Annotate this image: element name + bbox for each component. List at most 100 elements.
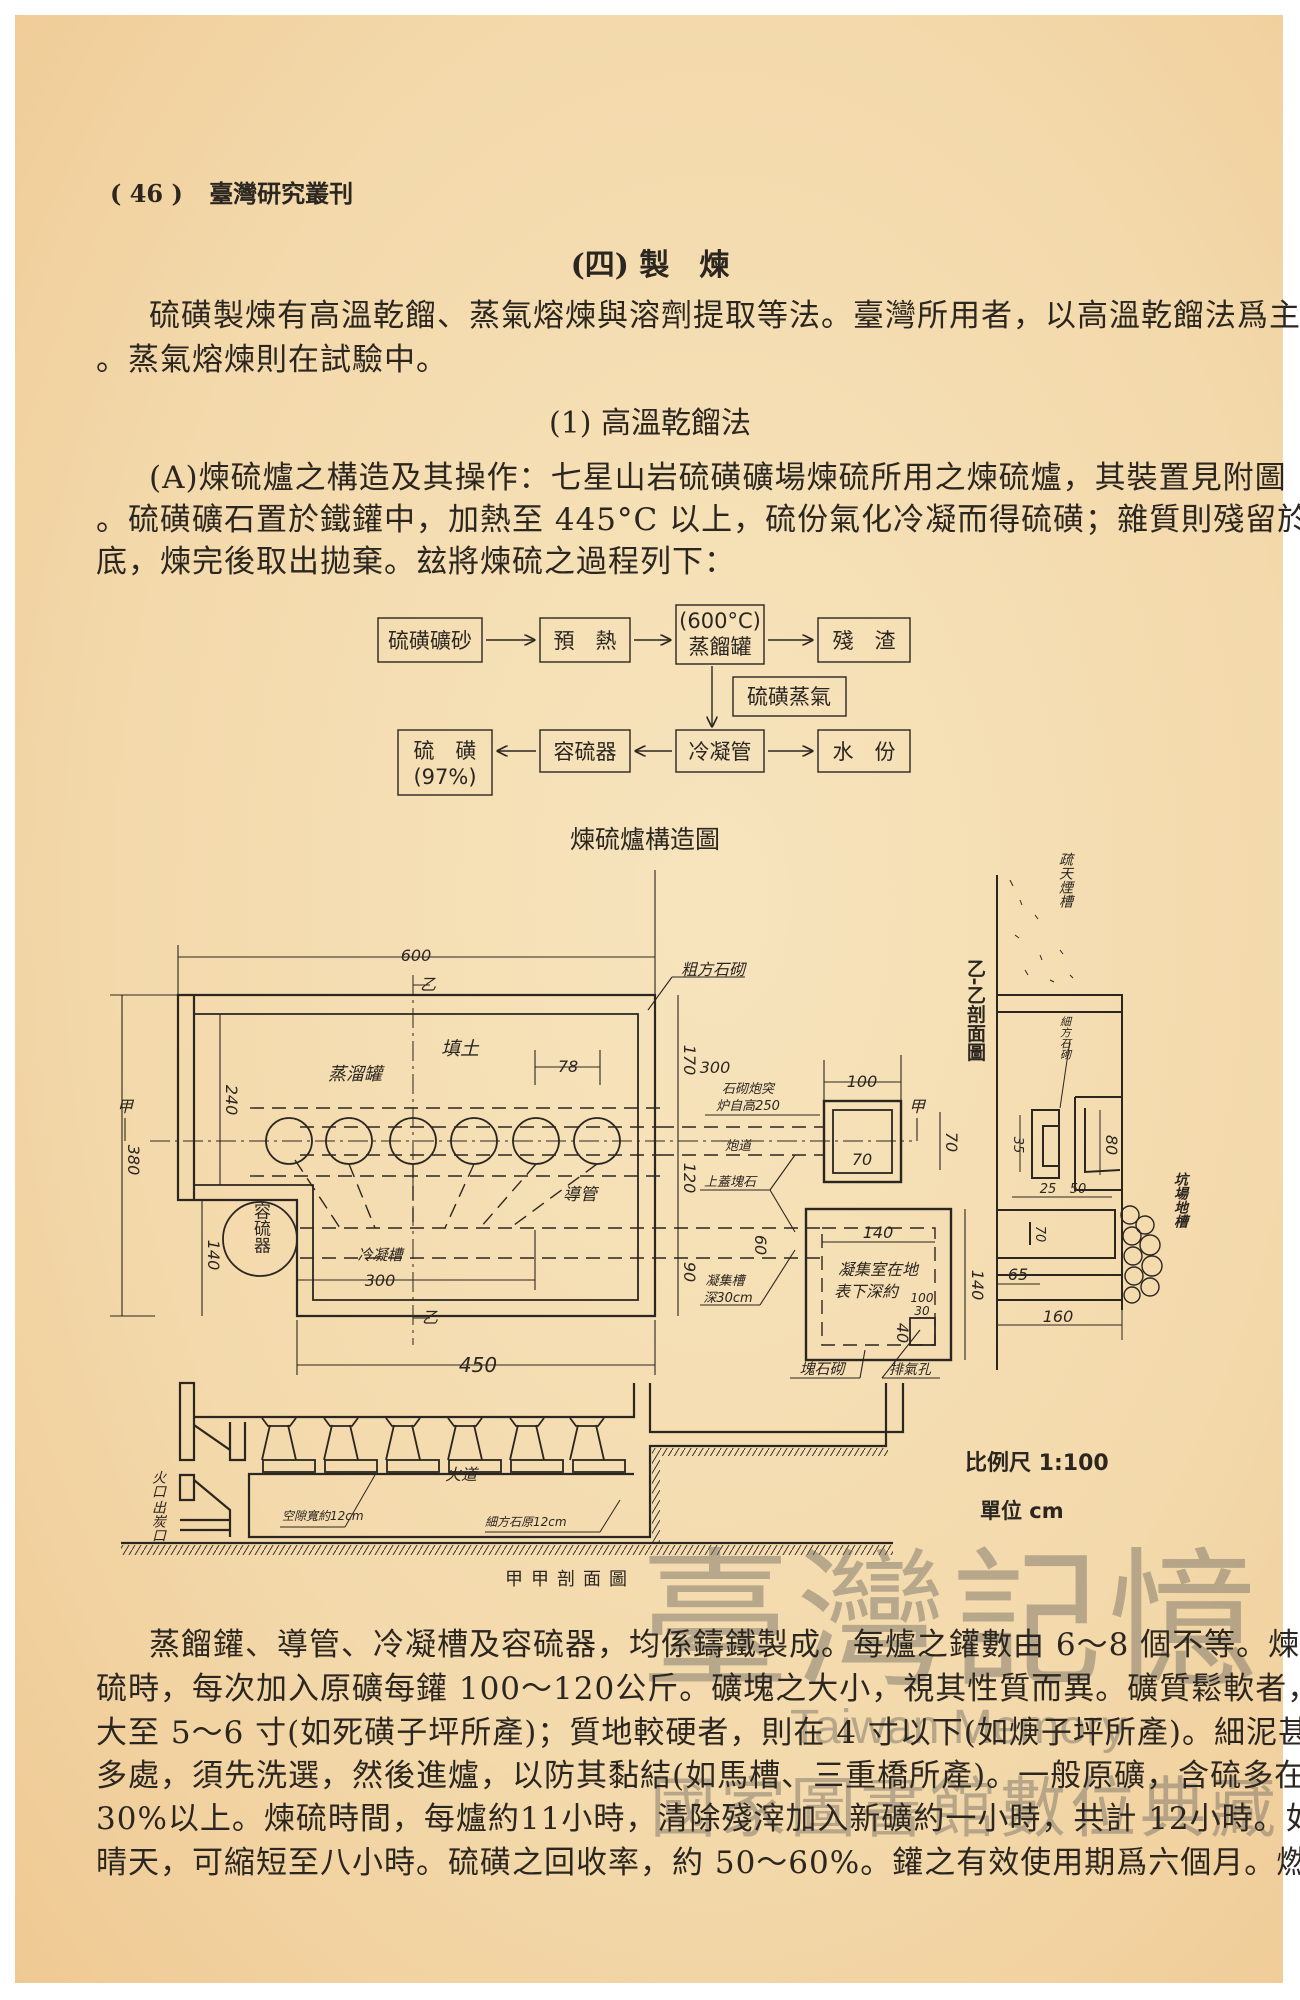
receiver-label: 容硫器: [250, 1202, 271, 1253]
para-a-line: 。硫磺礦石置於鐵鑵中，加熱至 445°C 以上，硫份氣化冷凝而得硫磺；雜質則殘留…: [96, 502, 1300, 538]
body-line: 30%以上。煉硫時間，每爐約11小時，清除殘滓加入新礦約一小時，共計 12小時。…: [96, 1801, 1300, 1837]
dim-label: 70: [942, 1132, 961, 1152]
flow-retort-temp: (600°C): [679, 609, 761, 633]
flow-condenser: 冷凝管: [689, 740, 752, 764]
flow-box-sulfur: [397, 729, 493, 796]
dim-label: 78: [558, 1057, 578, 1076]
section-yi-yi: [997, 879, 1163, 1340]
label-cover-stone: 上蓋塊石: [704, 1175, 758, 1190]
flow-box-receiver: [539, 729, 631, 773]
flow-ore: 硫磺礦砂: [388, 629, 472, 653]
label-chamber-depth: 表下深約: [834, 1282, 900, 1301]
dim-label: 40: [893, 1323, 912, 1343]
flow-water: 水 份: [833, 740, 896, 764]
dim-label: 240: [222, 1085, 241, 1116]
section-yi-fine-stone: 細方石砌: [1058, 1016, 1072, 1060]
label-retort: 蒸溜罐: [328, 1064, 385, 1085]
dim-label: 380: [124, 1145, 143, 1176]
process-flowchart: [377, 604, 911, 796]
label-ash-mouth: 出炭口: [150, 1500, 166, 1542]
flow-residue: 殘 渣: [833, 629, 896, 653]
para-a-line: 底，煉完後取出拋棄。玆將煉硫之過程列下：: [96, 544, 736, 580]
dim-label: 30: [914, 1304, 930, 1318]
section-jia-jia: [121, 1381, 905, 1545]
label-guide-pipe: 導管: [563, 1185, 600, 1205]
scale-label: 比例尺 1:100: [965, 1451, 1109, 1476]
dim-label: 65: [1008, 1265, 1028, 1284]
figure-caption: 煉硫爐構造圖: [570, 825, 720, 854]
watermark-sub: 國家圖書館數位典藏: [650, 1770, 1280, 1847]
ground-hatch: [121, 1545, 893, 1555]
flow-retort: 蒸餾罐: [689, 635, 752, 659]
journal-title: 臺灣研究叢刊: [209, 179, 354, 208]
body-line: 硫時，每次加入原礦每鑵 100～120公斤。礦塊之大小，視其性質而異。礦質鬆軟者…: [96, 1671, 1300, 1707]
label-coarse-stone: 粗方石砌: [681, 960, 747, 979]
watermark-main: 臺灣記憶: [640, 1535, 1265, 1709]
label-flue: 炮道: [725, 1139, 753, 1154]
section-jia-title: 甲甲剖面圖: [505, 1569, 635, 1590]
dim-label: 600: [401, 946, 432, 965]
flow-sulfur: 硫 磺: [414, 739, 477, 763]
flowchart-labels: 硫磺礦砂 預 熱 (600°C) 蒸餾罐 殘 渣 硫磺蒸氣 硫 磺 (97%) …: [388, 609, 896, 854]
label-trough: 凝集槽: [705, 1274, 746, 1289]
ground-hatch: [652, 1448, 888, 1456]
dim-label: 60: [751, 1235, 770, 1255]
unit-label: 單位 cm: [980, 1499, 1064, 1523]
flow-sulfur-purity: (97%): [413, 765, 476, 789]
body-line: 蒸餾鑵、導管、冷凝槽及容硫器，均係鑄鐵製成。每爐之鑵數由 6～8 個不等。煉: [149, 1627, 1300, 1663]
section-jia-labels: 火口 出炭口 火道 空隙寬約12cm 細方石原12cm 甲甲剖面圖 比例尺 1:…: [150, 1451, 1109, 1590]
dim-label: 25: [1040, 1182, 1057, 1197]
plan-view-labels: 600 380 240 140 300 78 450 170 120 90 30…: [117, 946, 987, 1378]
flow-vapor: 硫磺蒸氣: [747, 685, 831, 709]
running-header: ( 46 ) 臺灣研究叢刊: [110, 174, 371, 209]
flow-box-water: [817, 729, 911, 773]
label-flue: 火道: [445, 1465, 479, 1484]
label-gap: 空隙寬約12cm: [282, 1509, 364, 1523]
body-line: 大至 5～6 寸(如死磺子坪所產)；質地較硬者，則在 4 寸以下(如焿子坪所產)…: [96, 1715, 1300, 1751]
subsection-title: (1) 高溫乾餾法: [548, 406, 752, 441]
label-condenser: 冷凝槽: [357, 1246, 405, 1264]
section-mark: 甲: [909, 1097, 927, 1116]
dim-label: 140: [204, 1240, 223, 1271]
dim-label: 100: [911, 1291, 934, 1305]
section-mark: 甲: [117, 1097, 135, 1116]
label-chamber: 凝集室在地: [838, 1260, 920, 1279]
intro-line: 硫磺製煉有高溫乾餾、蒸氣熔煉與溶劑提取等法。臺灣所用者，以高溫乾餾法爲主: [149, 298, 1300, 334]
flow-box-ore: [377, 617, 483, 663]
section-yi-labels: 乙-乙剖面圖 疏天煙槽 細方石砌 35 80 25 50 70 65 160 坑…: [964, 852, 1188, 1326]
dim-label: 70: [852, 1150, 872, 1169]
flow-box-retort: [675, 604, 765, 665]
ground-hatch: [652, 1456, 660, 1542]
body-line: 晴天，可縮短至八小時。硫磺之回收率，約 50～60%。鑵之有效使用期爲六個月。燃…: [96, 1845, 1300, 1881]
label-fill-soil: 填土: [441, 1038, 480, 1060]
flow-box-residue: [817, 617, 911, 663]
label-vent: 排氣孔: [889, 1362, 932, 1378]
dim-label: 80: [1102, 1135, 1121, 1155]
section-mark: 乙: [420, 975, 436, 994]
dim-label: 120: [680, 1163, 699, 1194]
label-receiver: 容硫器: [250, 1202, 271, 1253]
para-a-line: (A)煉硫爐之構造及其操作：七星山岩硫磺礦場煉硫所用之煉硫爐，其裝置見附圖: [149, 460, 1287, 496]
label-fire-mouth: 火口: [150, 1470, 166, 1498]
flow-box-condenser: [675, 729, 765, 773]
flow-preheat: 預 熱: [554, 629, 617, 653]
dim-label: 70: [1032, 1226, 1047, 1243]
dim-label: 35: [1010, 1137, 1025, 1154]
dim-label: 140: [863, 1223, 894, 1242]
furnace-plan-view: [110, 870, 998, 1379]
section-yi-side-label: 坑場地槽: [1171, 1171, 1188, 1228]
flow-box-vapor: [732, 676, 847, 717]
scanned-page: [15, 15, 1283, 1983]
label-trough-depth: 深30cm: [703, 1291, 752, 1306]
dim-label: 170: [680, 1045, 699, 1076]
section-title: (四) 製 煉: [570, 248, 730, 283]
dim-label: 160: [1043, 1307, 1074, 1326]
dim-label: 50: [1070, 1182, 1087, 1197]
dim-label: 300: [700, 1058, 731, 1077]
body-line: 多處，須先洗選，然後進爐，以防其黏結(如馬槽、三重橋所產)。一般原礦，含硫多在: [96, 1758, 1300, 1794]
dim-label: 450: [459, 1353, 497, 1377]
watermark-english: Taiwan Memory: [790, 1701, 1127, 1754]
dim-label: 300: [365, 1271, 396, 1290]
dim-label: 140: [968, 1270, 987, 1301]
